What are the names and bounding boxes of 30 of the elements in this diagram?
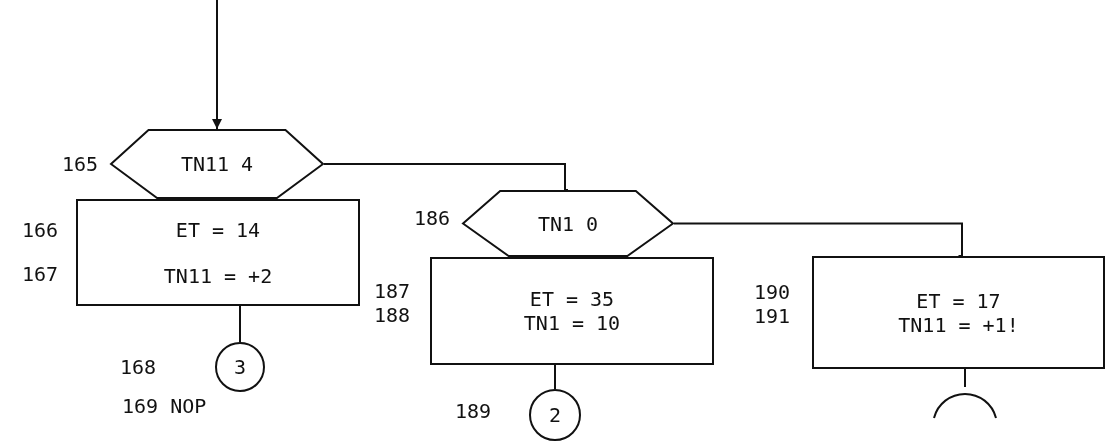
line-number: 168 bbox=[120, 355, 157, 379]
connector-line bbox=[212, 0, 222, 130]
connector-circle bbox=[529, 389, 581, 441]
statement-text: TN11 = +2 bbox=[163, 263, 273, 288]
connector-circle bbox=[215, 342, 265, 392]
statement-text: TN11 = +1! bbox=[898, 312, 1019, 337]
line-number: 166 bbox=[22, 218, 59, 242]
connector-line bbox=[323, 163, 569, 191]
line-number: 188 bbox=[374, 303, 411, 327]
line-number: 165 bbox=[62, 152, 99, 176]
condition-text: TN11 4 bbox=[180, 152, 254, 176]
line-number: 191 bbox=[754, 304, 791, 328]
connector-line bbox=[673, 222, 963, 257]
connector-line bbox=[964, 368, 966, 388]
line-number: 190 bbox=[754, 280, 791, 304]
statement-text: ET = 35 bbox=[529, 287, 615, 311]
line-number: 186 bbox=[414, 206, 451, 230]
connector-line bbox=[239, 305, 241, 343]
connector-number: 2 bbox=[548, 403, 561, 427]
line-number: 187 bbox=[374, 279, 411, 303]
condition-text: TN1 0 bbox=[537, 211, 599, 236]
line-number: 189 bbox=[455, 399, 492, 423]
line-number: 167 bbox=[22, 262, 59, 286]
statement-text: ET = 17 bbox=[916, 288, 1001, 313]
statement-text: ET = 14 bbox=[175, 217, 261, 242]
connector-number: 3 bbox=[233, 355, 246, 379]
line-number: 169 NOP bbox=[122, 394, 207, 418]
statement-text: TN1 = 10 bbox=[523, 311, 621, 335]
process-box bbox=[812, 256, 1105, 369]
connector-line bbox=[554, 364, 556, 390]
